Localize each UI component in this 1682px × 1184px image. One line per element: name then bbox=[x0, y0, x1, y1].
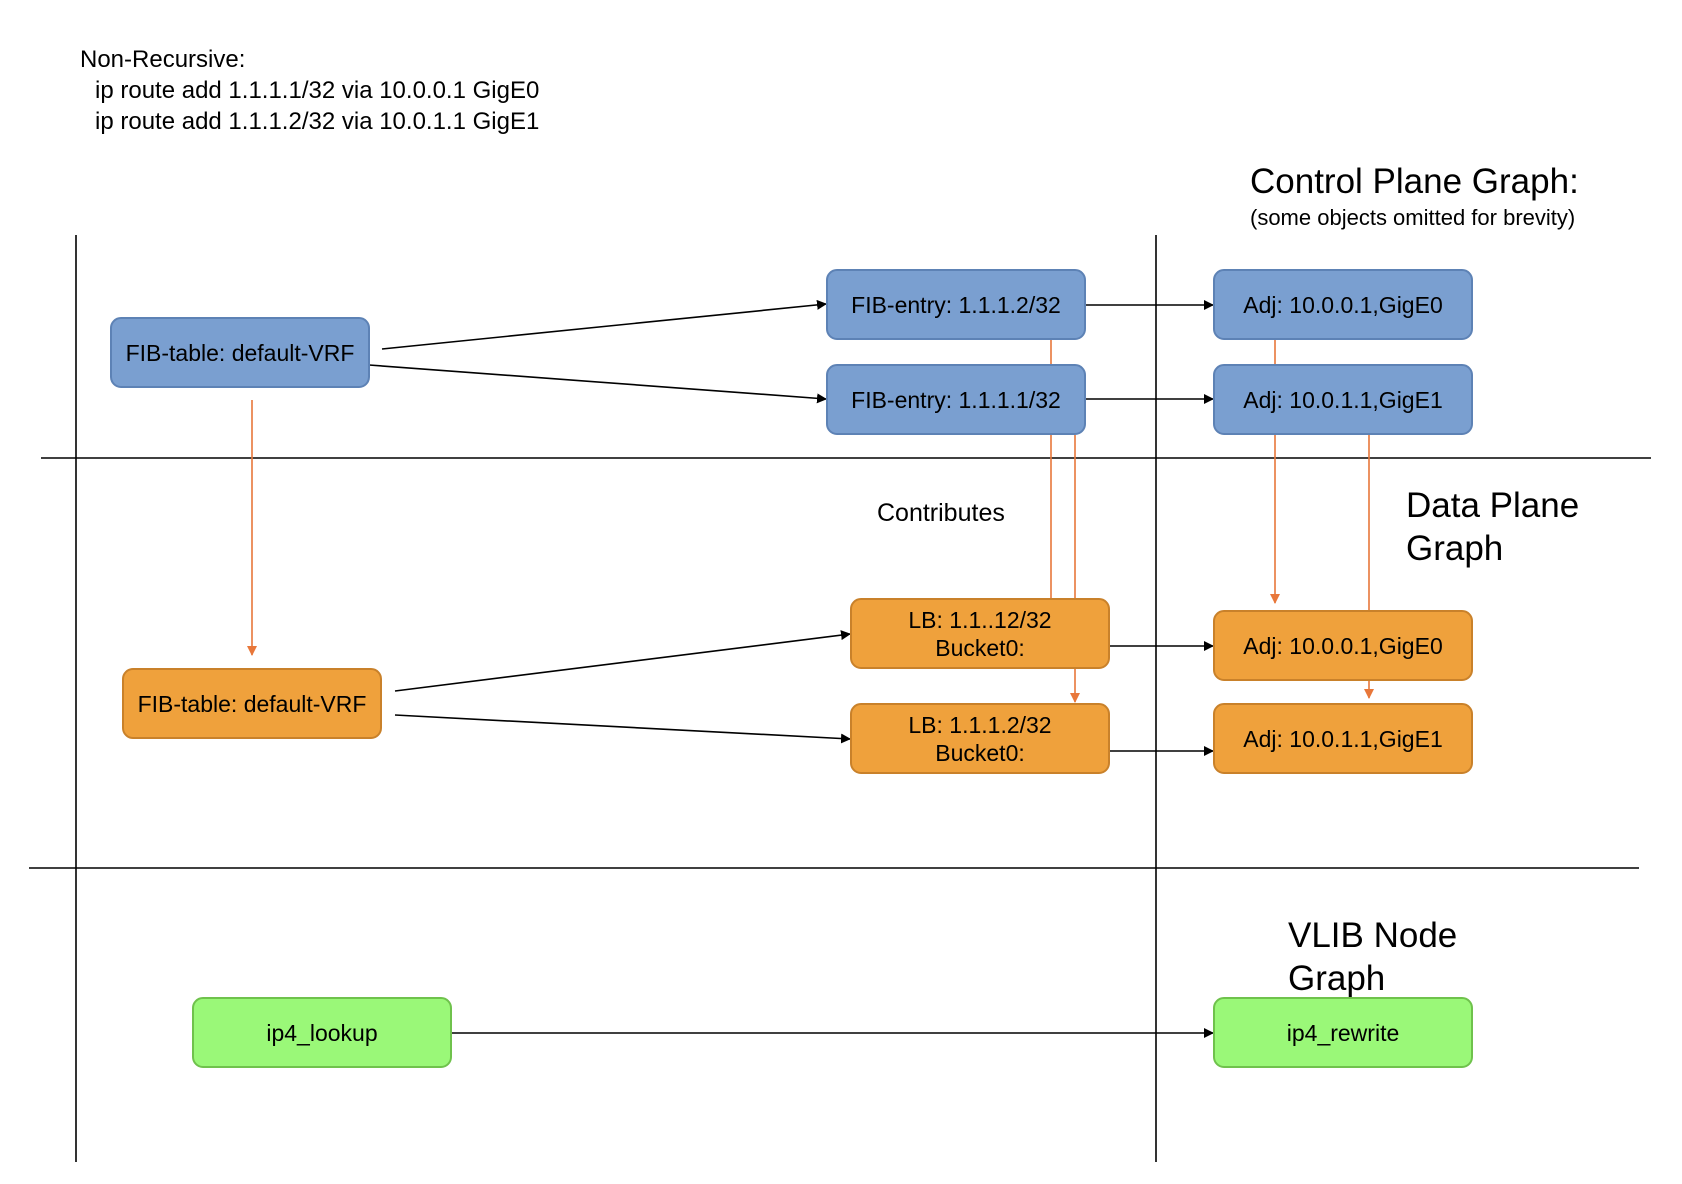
dp-lb-top-bucket: Bucket0: bbox=[935, 634, 1025, 661]
header-title: Non-Recursive: bbox=[80, 46, 246, 73]
dp-adj-bottom-node[interactable]: Adj: 10.0.1.1,GigE1 bbox=[1213, 703, 1473, 774]
vlib-ip4-lookup-label: ip4_lookup bbox=[266, 1019, 378, 1046]
dp-lb-top-label: LB: 1.1..12/32 bbox=[908, 606, 1052, 633]
vlib-ip4-lookup-node[interactable]: ip4_lookup bbox=[192, 997, 452, 1068]
dp-adj-bottom-label: Adj: 10.0.1.1,GigE1 bbox=[1243, 725, 1443, 752]
vlib-title-line2: Graph bbox=[1288, 959, 1386, 998]
header-command-2: ip route add 1.1.1.2/32 via 10.0.1.1 Gig… bbox=[95, 108, 540, 135]
section-dividers bbox=[29, 235, 1651, 1162]
dp-fib-table-node[interactable]: FIB-table: default-VRF bbox=[122, 668, 382, 739]
header-command-1: ip route add 1.1.1.1/32 via 10.0.0.1 Gig… bbox=[95, 77, 540, 104]
cp-fib-entry-top-label: FIB-entry: 1.1.1.2/32 bbox=[851, 291, 1061, 318]
dp-lb-bottom-node[interactable]: LB: 1.1.1.2/32 Bucket0: bbox=[850, 703, 1110, 774]
cp-fib-entry-bottom-label: FIB-entry: 1.1.1.1/32 bbox=[851, 386, 1061, 413]
vlib-title-line1: VLIB Node bbox=[1288, 916, 1458, 955]
cp-fib-entry-bottom-node[interactable]: FIB-entry: 1.1.1.1/32 bbox=[826, 364, 1086, 435]
cp-fib-table-label: FIB-table: default-VRF bbox=[125, 339, 355, 366]
control-plane-note: (some objects omitted for brevity) bbox=[1250, 205, 1576, 230]
vlib-ip4-rewrite-label: ip4_rewrite bbox=[1286, 1019, 1400, 1046]
contributes-arrows bbox=[247, 338, 1374, 703]
dp-adj-top-node[interactable]: Adj: 10.0.0.1,GigE0 bbox=[1213, 610, 1473, 681]
cp-adj-bottom-node[interactable]: Adj: 10.0.1.1,GigE1 bbox=[1213, 364, 1473, 435]
data-plane-title-line2: Graph bbox=[1406, 529, 1504, 568]
edge-dp-table-to-lb-top bbox=[394, 630, 851, 692]
dp-lb-top-node[interactable]: LB: 1.1..12/32 Bucket0: bbox=[850, 598, 1110, 669]
control-plane-title: Control Plane Graph: bbox=[1250, 162, 1579, 201]
cp-fib-table-node[interactable]: FIB-table: default-VRF bbox=[110, 317, 370, 388]
cp-adj-top-label: Adj: 10.0.0.1,GigE0 bbox=[1243, 291, 1443, 318]
edge-dp-table-to-lb-bottom bbox=[394, 714, 851, 744]
contributes-label: Contributes bbox=[877, 499, 1005, 527]
cp-fib-entry-top-node[interactable]: FIB-entry: 1.1.1.2/32 bbox=[826, 269, 1086, 340]
cp-adj-bottom-label: Adj: 10.0.1.1,GigE1 bbox=[1243, 386, 1443, 413]
dp-adj-top-label: Adj: 10.0.0.1,GigE0 bbox=[1243, 632, 1443, 659]
cp-adj-top-node[interactable]: Adj: 10.0.0.1,GigE0 bbox=[1213, 269, 1473, 340]
vlib-ip4-rewrite-node[interactable]: ip4_rewrite bbox=[1213, 997, 1473, 1068]
dp-lb-bottom-bucket: Bucket0: bbox=[935, 739, 1025, 766]
edge-cp-table-to-entry-bottom bbox=[368, 364, 827, 404]
dp-lb-bottom-label: LB: 1.1.1.2/32 bbox=[908, 711, 1052, 738]
edge-cp-table-to-entry-top bbox=[381, 299, 827, 350]
data-plane-title-line1: Data Plane bbox=[1406, 486, 1580, 525]
dp-fib-table-label: FIB-table: default-VRF bbox=[137, 690, 367, 717]
